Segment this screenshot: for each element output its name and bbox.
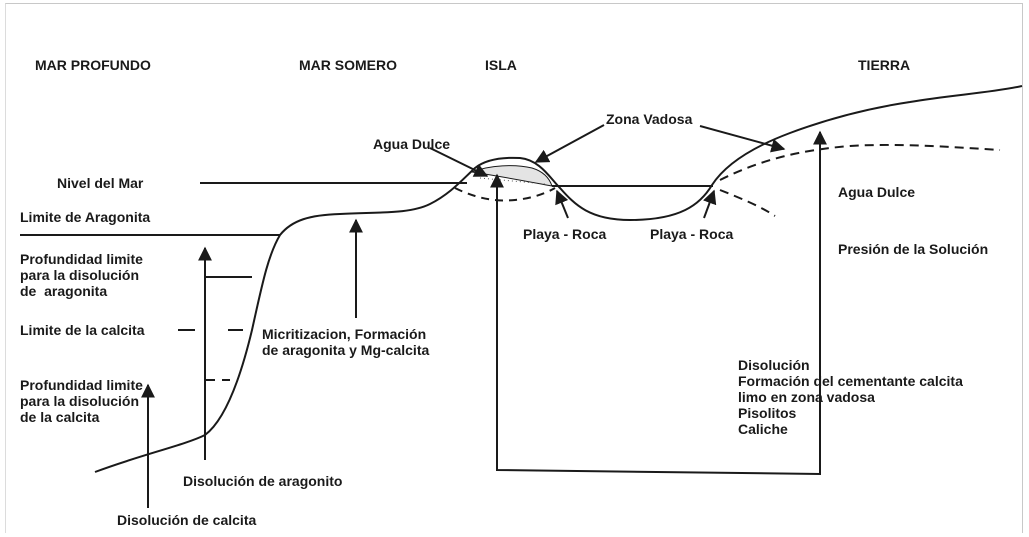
fresh-water-lens-dots xyxy=(479,177,546,185)
land-lower-dashed xyxy=(719,189,776,217)
header-mar-somero: MAR SOMERO xyxy=(299,57,397,73)
dissolution-loop-line xyxy=(496,133,821,476)
label-disolucion-calcita: Disolución de calcita xyxy=(117,512,257,528)
label-agua-dulce-land: Agua Dulce xyxy=(838,184,916,200)
label-disolucion-list: Disolución Formación del cementante calc… xyxy=(738,357,963,437)
island-water-table-dashed xyxy=(454,187,556,202)
label-profundidad-limite-aragonita: Profundidad limite para la disolución de… xyxy=(20,251,143,299)
terrain-profile-line xyxy=(94,85,1023,473)
playa-roca-arrow-1 xyxy=(555,189,569,219)
label-playa-roca-2: Playa - Roca xyxy=(650,226,734,242)
header-tierra: TIERRA xyxy=(858,57,911,73)
label-profundidad-limite-calcita: Profundidad limite para la disolución de… xyxy=(20,377,143,425)
diagram-frame xyxy=(5,3,1023,533)
label-zona-vadosa: Zona Vadosa xyxy=(606,111,693,127)
zona-vadosa-arrow-right xyxy=(699,125,786,153)
playa-roca-arrow-2 xyxy=(703,189,717,219)
header-isla: ISLA xyxy=(485,57,517,73)
label-presion-solucion: Presión de la Solución xyxy=(838,241,989,257)
header-mar-profundo: MAR PROFUNDO xyxy=(35,57,151,73)
label-disolucion-aragonito: Disolución de aragonito xyxy=(183,473,343,489)
label-micritizacion: Micritizacion, Formación de aragonita y … xyxy=(262,326,430,358)
land-water-table-dashed xyxy=(719,143,1001,181)
label-agua-dulce-island: Agua Dulce xyxy=(373,136,451,152)
label-limite-aragonita: Limite de Aragonita xyxy=(20,209,151,225)
agua-dulce-island-arrow xyxy=(429,147,489,177)
label-nivel-del-mar: Nivel del Mar xyxy=(57,175,144,191)
label-playa-roca-1: Playa - Roca xyxy=(523,226,607,242)
fresh-water-lens-outline xyxy=(470,165,553,187)
zona-vadosa-arrow-left xyxy=(534,124,605,163)
label-limite-calcita: Limite de la calcita xyxy=(20,322,145,338)
